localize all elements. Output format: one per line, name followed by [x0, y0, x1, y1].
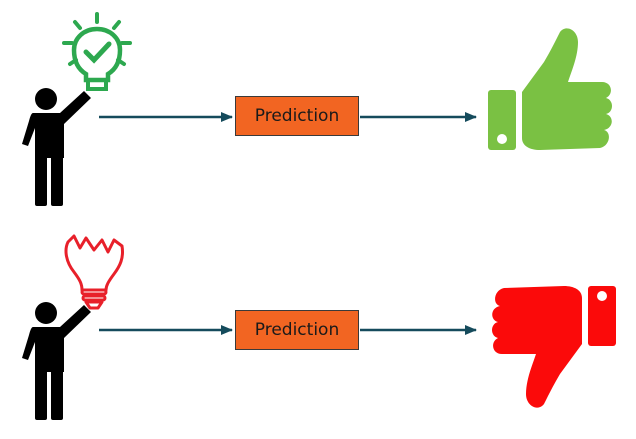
prediction-label: Prediction: [254, 106, 340, 126]
person-icon: [22, 88, 91, 206]
person-icon: [22, 302, 91, 420]
lightbulb-check-icon: [62, 12, 132, 91]
thumbs-up-icon: [488, 28, 612, 150]
broken-lightbulb-icon: [64, 234, 124, 310]
prediction-label: Prediction: [254, 320, 340, 340]
prediction-box: Prediction: [235, 96, 359, 136]
prediction-box: Prediction: [235, 310, 359, 350]
thumbs-down-icon: [492, 286, 616, 408]
